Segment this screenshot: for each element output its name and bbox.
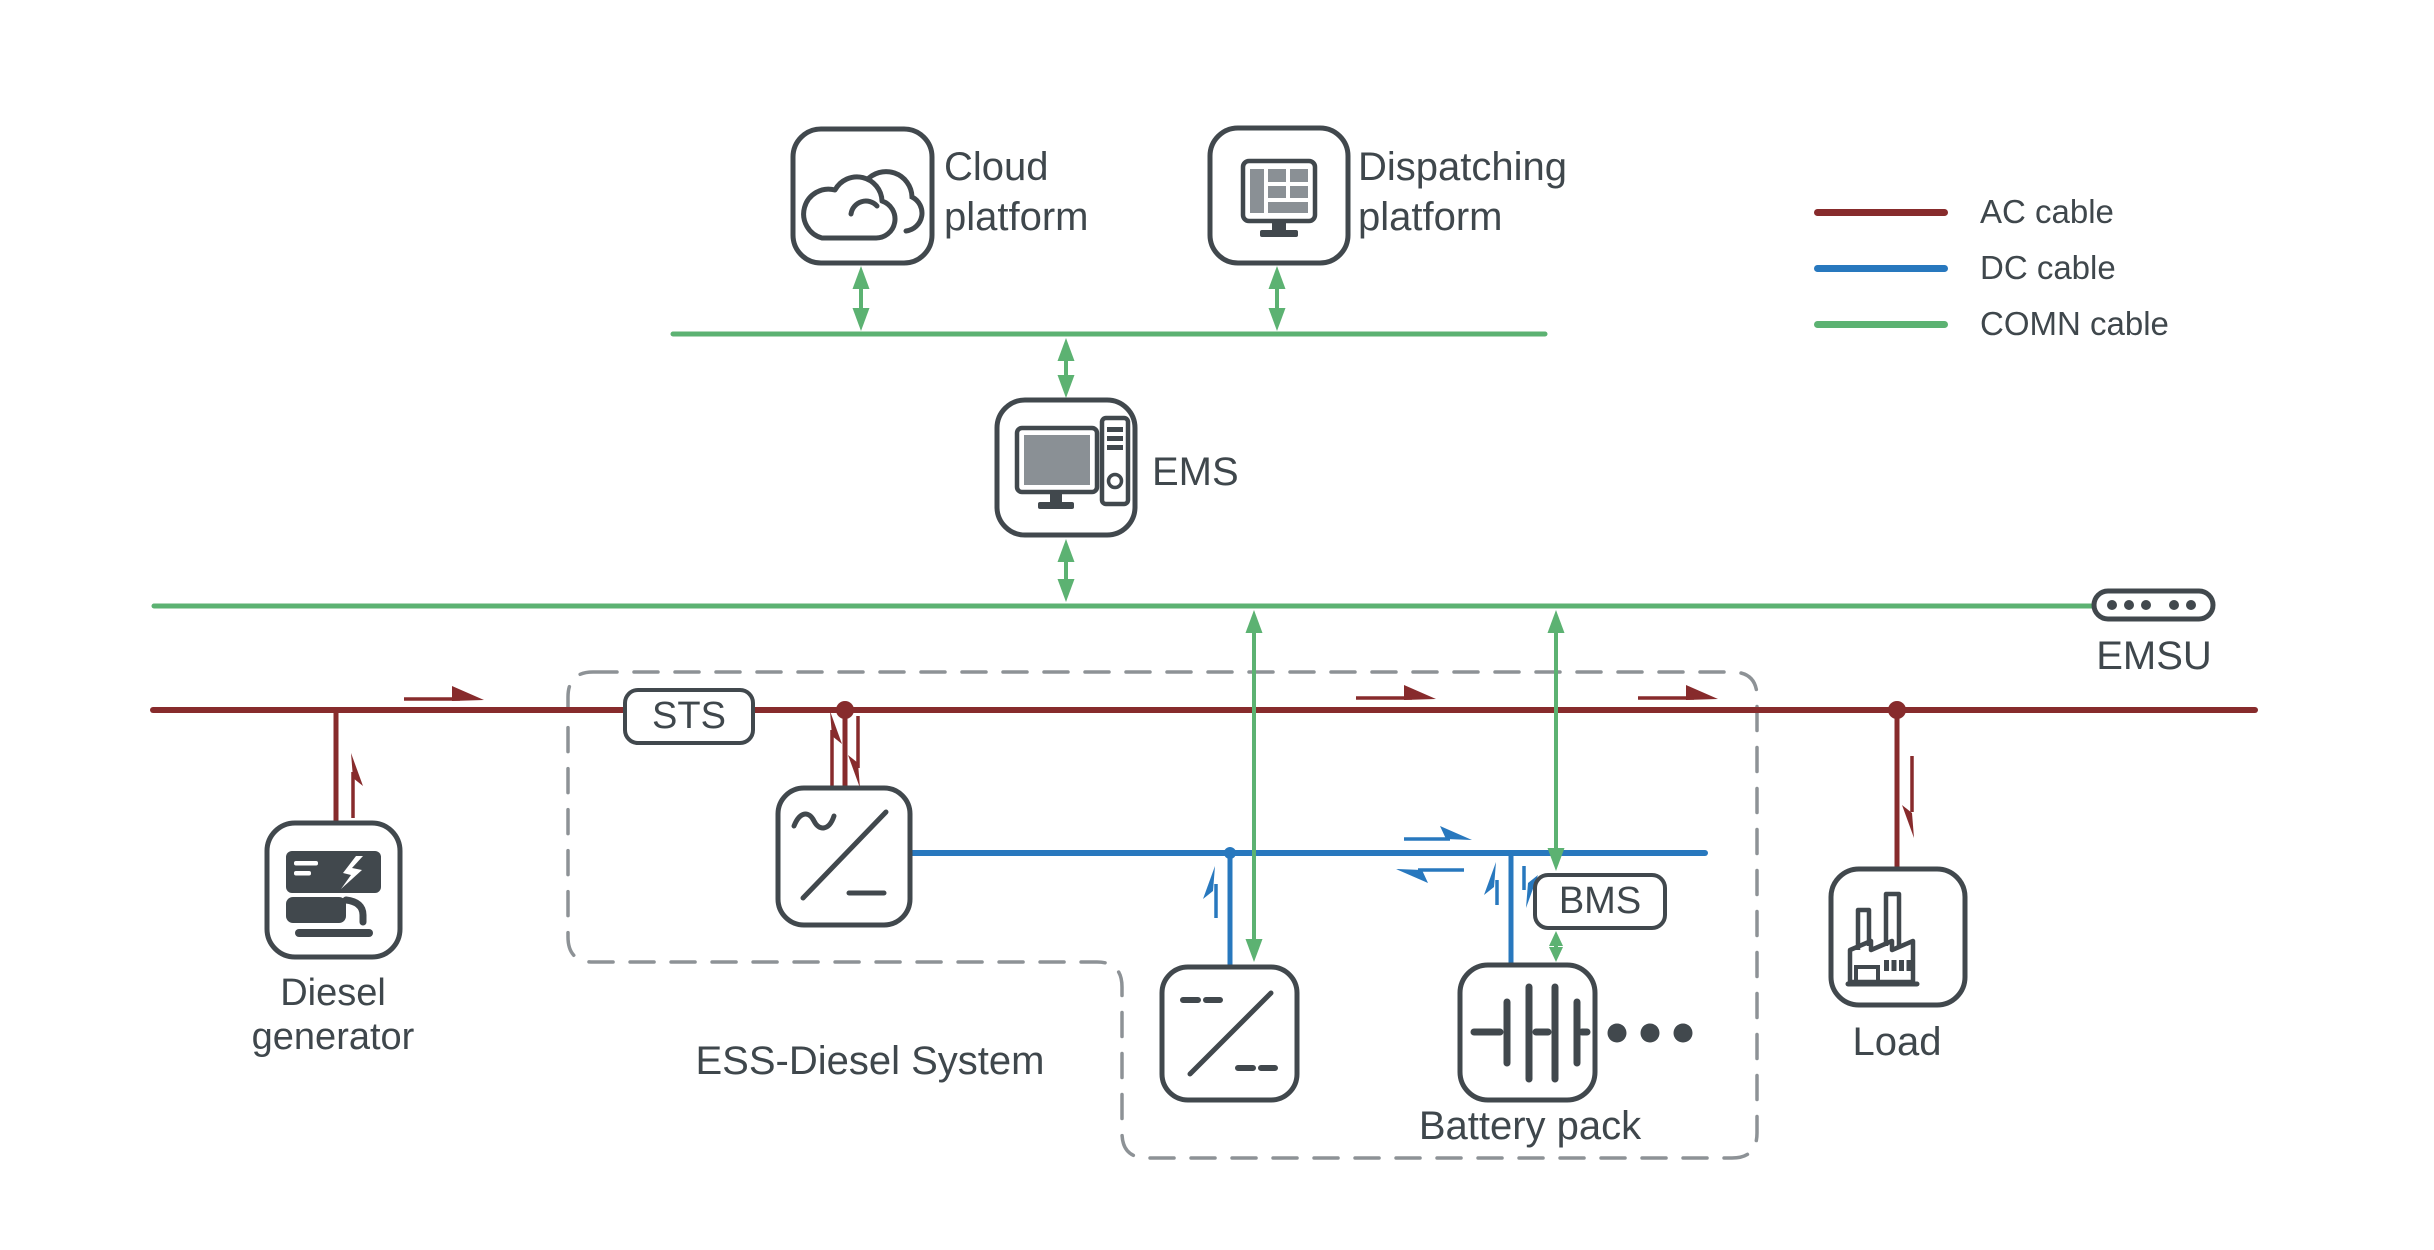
bms-label: BMS — [1558, 880, 1642, 922]
bms-box — [1533, 873, 1667, 930]
comn-arrow-bms-to-battery — [1549, 931, 1563, 962]
sts-label: STS — [652, 695, 726, 737]
ac-flow-arrow-right-3 — [1638, 685, 1718, 700]
diesel-output-arrow-up — [351, 753, 363, 818]
emsu-icon — [2091, 588, 2216, 622]
load-arrow-down — [1902, 756, 1914, 838]
dc-flow-arrow-right — [1404, 826, 1472, 841]
dc-cable-swatch — [1814, 264, 1948, 272]
dispatching-platform-label: Dispatching platform — [1358, 145, 1568, 239]
dc-flow-arrow-left — [1396, 868, 1464, 883]
ems-label: EMS — [1152, 450, 1239, 494]
legend-row-ac: AC cable — [1814, 184, 2169, 240]
ess-diesel-system-boundary — [566, 670, 1759, 1160]
diesel-generator-icon — [264, 820, 403, 960]
ess-diesel-system-label: ESS-Diesel System — [695, 1039, 1045, 1083]
ac-junction-pcs — [836, 701, 854, 719]
dcdc-arrow-up — [1203, 866, 1218, 918]
pcs-arrow-down — [848, 716, 860, 788]
battery-more-dot-2 — [1640, 1023, 1660, 1043]
legend-row-dc: DC cable — [1814, 240, 2169, 296]
battery-pack-label: Battery pack — [1418, 1104, 1642, 1148]
battery-arrow-up — [1484, 862, 1499, 905]
cloud-platform-icon — [790, 126, 935, 266]
ac-junction-load — [1888, 701, 1906, 719]
pcs-arrow-up — [830, 711, 842, 786]
legend: AC cable DC cable COMN cable — [1814, 184, 2169, 352]
ac-cable-label: AC cable — [1980, 193, 2114, 230]
comn-arrow-bus-to-bms — [1547, 610, 1565, 871]
dc-cable-label: DC cable — [1980, 249, 2116, 286]
ac-flow-arrow-right-1 — [404, 686, 484, 701]
comn-arrow-bus-to-ems — [1057, 338, 1075, 398]
ac-cable-swatch — [1814, 208, 1948, 216]
load-icon — [1828, 866, 1968, 1008]
dispatching-platform-icon — [1207, 125, 1351, 266]
legend-row-comn: COMN cable — [1814, 296, 2169, 352]
emsu-label: EMSU — [2096, 634, 2212, 678]
comn-cable-swatch — [1814, 320, 1948, 328]
cloud-platform-label: Cloud platform — [944, 145, 1089, 239]
comn-arrow-cloud — [852, 266, 870, 331]
pcs-converter-icon — [775, 785, 913, 928]
diesel-generator-label: Diesel generator — [251, 972, 415, 1058]
battery-more-dot-3 — [1673, 1023, 1693, 1043]
dcdc-converter-icon — [1159, 964, 1300, 1103]
ac-flow-arrow-right-2 — [1356, 685, 1436, 700]
battery-pack-icon — [1457, 962, 1693, 1103]
comn-cable-label: COMN cable — [1980, 305, 2169, 342]
dc-junction-dcdc — [1224, 847, 1236, 859]
battery-more-dot-1 — [1607, 1023, 1627, 1043]
comn-arrow-bus-to-dcdc — [1245, 610, 1263, 962]
comn-arrow-dispatching — [1268, 266, 1286, 331]
comn-arrow-ems-to-bus — [1057, 539, 1075, 602]
ems-icon — [994, 397, 1138, 538]
load-label: Load — [1852, 1020, 1942, 1064]
sts-box — [623, 688, 755, 745]
